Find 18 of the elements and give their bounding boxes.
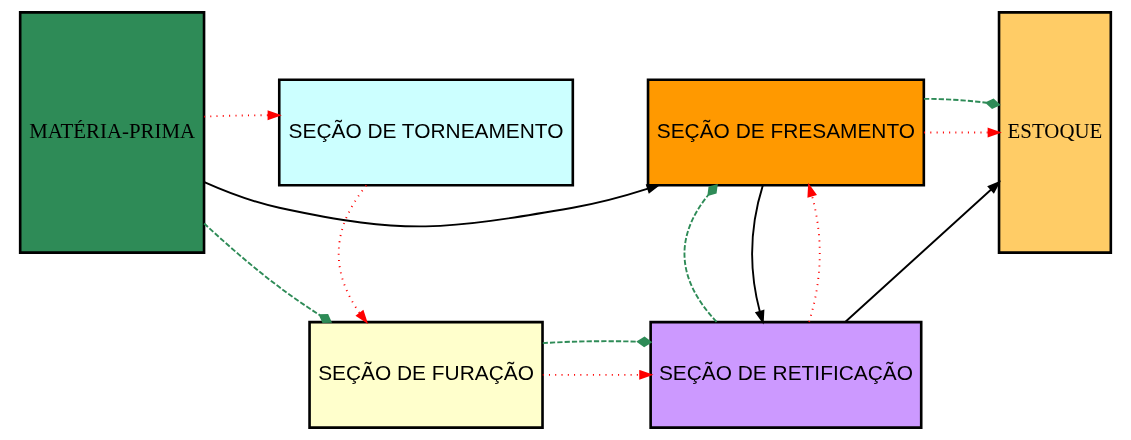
arrow — [923, 127, 1002, 138]
arrow — [337, 184, 369, 325]
node-box: MATÉRIA-PRIMA — [18, 11, 206, 254]
node-box: SEÇÃO DE FRESAMENTO — [646, 78, 926, 187]
connector — [203, 222, 333, 324]
arrow — [203, 110, 282, 121]
arrow — [541, 369, 654, 380]
node-box: ESTOQUE — [997, 11, 1113, 254]
arrow — [844, 180, 1002, 323]
connector — [541, 336, 653, 348]
connector — [683, 184, 718, 323]
node-box: SEÇÃO DE TORNEAMENTO — [277, 78, 575, 187]
node-box: SEÇÃO DE FURAÇÃO — [308, 320, 544, 429]
connector — [923, 97, 1001, 109]
arrow — [807, 182, 821, 323]
arrow — [203, 181, 661, 228]
node-box: SEÇÃO DE RETIFICAÇÃO — [649, 320, 923, 429]
arrow — [751, 184, 765, 325]
